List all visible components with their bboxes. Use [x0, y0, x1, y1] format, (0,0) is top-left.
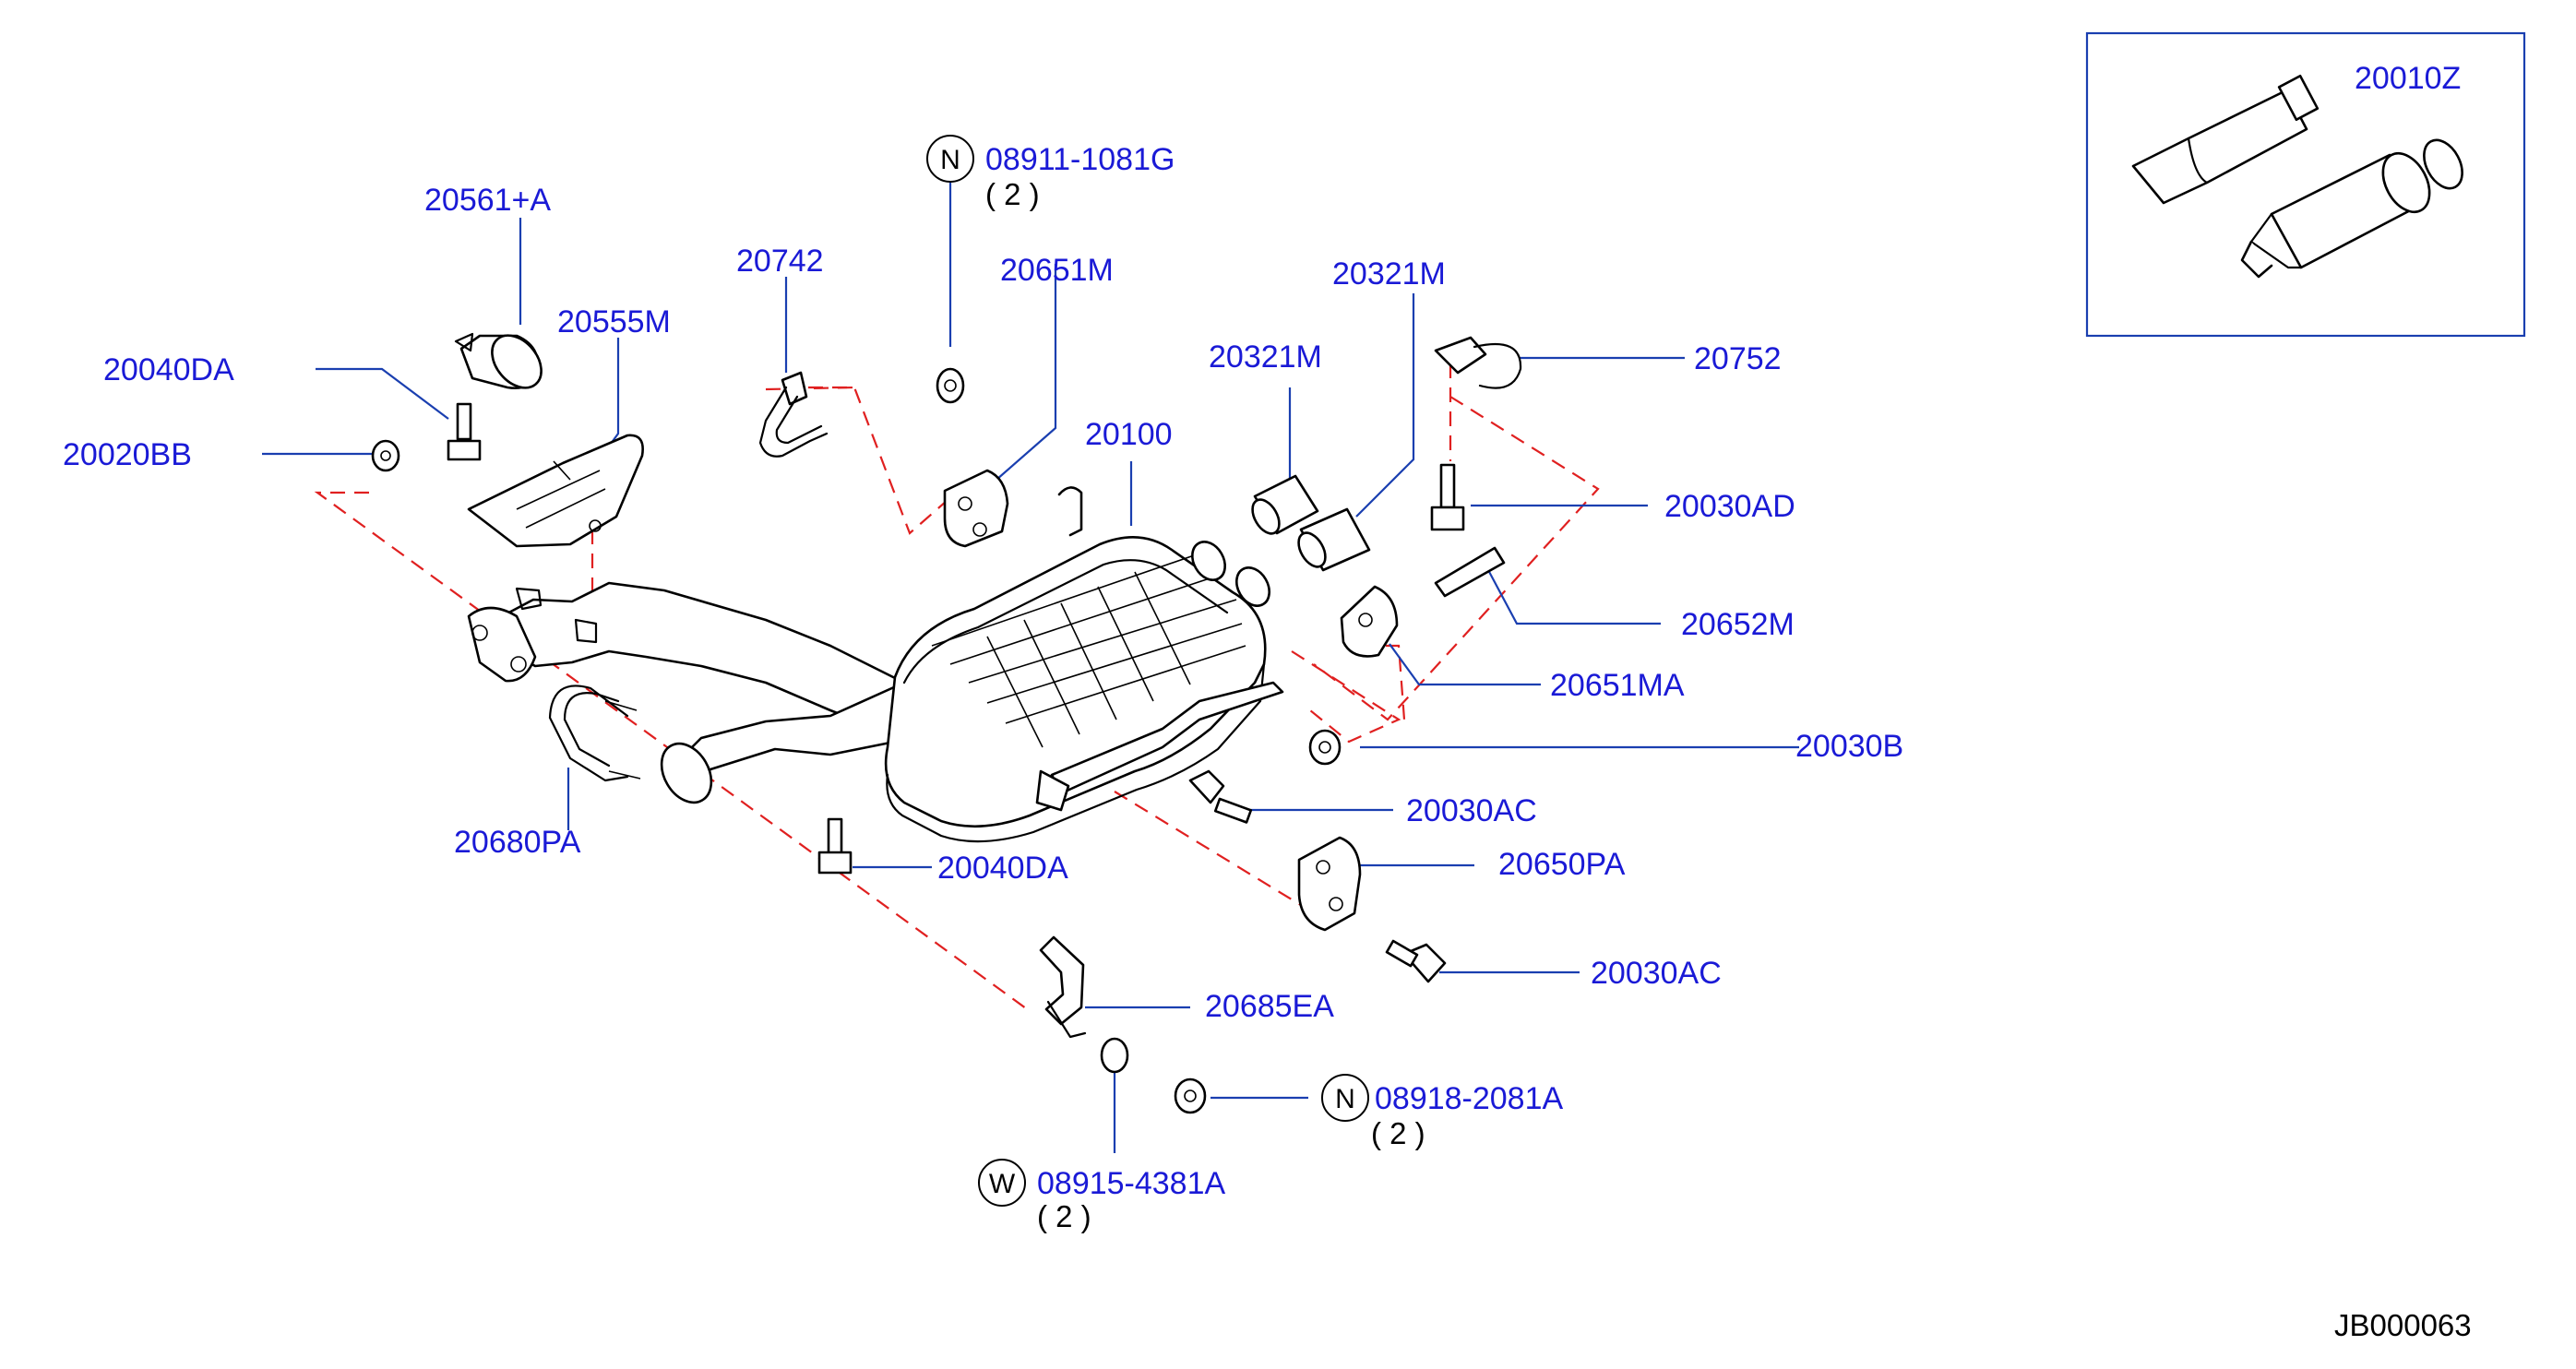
label-20680PA: 20680PA [454, 825, 581, 860]
label-20321M-b: 20321M [1332, 256, 1446, 292]
label-08911-1081G: 08911-1081G [985, 142, 1175, 177]
n-marker-08911: N [940, 145, 960, 175]
label-20742: 20742 [736, 244, 824, 279]
exhaust-pipe [467, 581, 934, 804]
label-20321M-a: 20321M [1209, 339, 1322, 375]
label-20652M: 20652M [1681, 607, 1795, 642]
u-bolt [548, 684, 641, 782]
label-20030B: 20030B [1795, 729, 1903, 764]
label-20650PA: 20650PA [1498, 847, 1626, 882]
label-20010Z: 20010Z [2355, 61, 2461, 96]
qty-08918-2081A: ( 2 ) [1371, 1116, 1425, 1150]
label-20030AD: 20030AD [1664, 489, 1795, 524]
muffler [884, 486, 1284, 843]
label-20685EA: 20685EA [1205, 989, 1334, 1024]
label-20752: 20752 [1694, 341, 1782, 376]
fasteners [371, 367, 1465, 1114]
inset-sealant-kit [2085, 31, 2526, 338]
circle-markers: N N W [926, 135, 1369, 1207]
assembly-hidden-lines [314, 363, 1600, 1012]
label-20030AC-a: 20030AC [1406, 793, 1537, 828]
heat-insulator [467, 434, 644, 548]
label-20040DA-top: 20040DA [103, 352, 234, 387]
w-marker-08915: W [989, 1169, 1016, 1199]
label-08915-4381A: 08915-4381A [1037, 1166, 1226, 1201]
label-20100: 20100 [1085, 417, 1173, 452]
qty-08915-4381A: ( 2 ) [1037, 1199, 1091, 1233]
label-20040DA-bottom: 20040DA [937, 851, 1068, 886]
qty-08911-1081G: ( 2 ) [985, 177, 1040, 211]
rubber-mounts [943, 336, 1522, 932]
label-20020BB: 20020BB [63, 437, 192, 472]
label-08918-2081A: 08918-2081A [1375, 1081, 1564, 1116]
hanger-20742 [758, 371, 829, 458]
label-20651MA: 20651MA [1550, 668, 1685, 703]
part-labels: 20561+A 20742 08911-1081G ( 2 ) 20651M 2… [63, 61, 2472, 1342]
clamp [454, 332, 543, 389]
diagram-code: JB000063 [2334, 1308, 2472, 1342]
label-20561A: 20561+A [424, 183, 551, 218]
label-20651M: 20651M [1000, 253, 1114, 288]
n-marker-08918: N [1335, 1084, 1355, 1114]
label-20555M: 20555M [557, 304, 671, 339]
label-20030AC-b: 20030AC [1591, 956, 1722, 991]
bracket-20685EA [1039, 935, 1087, 1039]
